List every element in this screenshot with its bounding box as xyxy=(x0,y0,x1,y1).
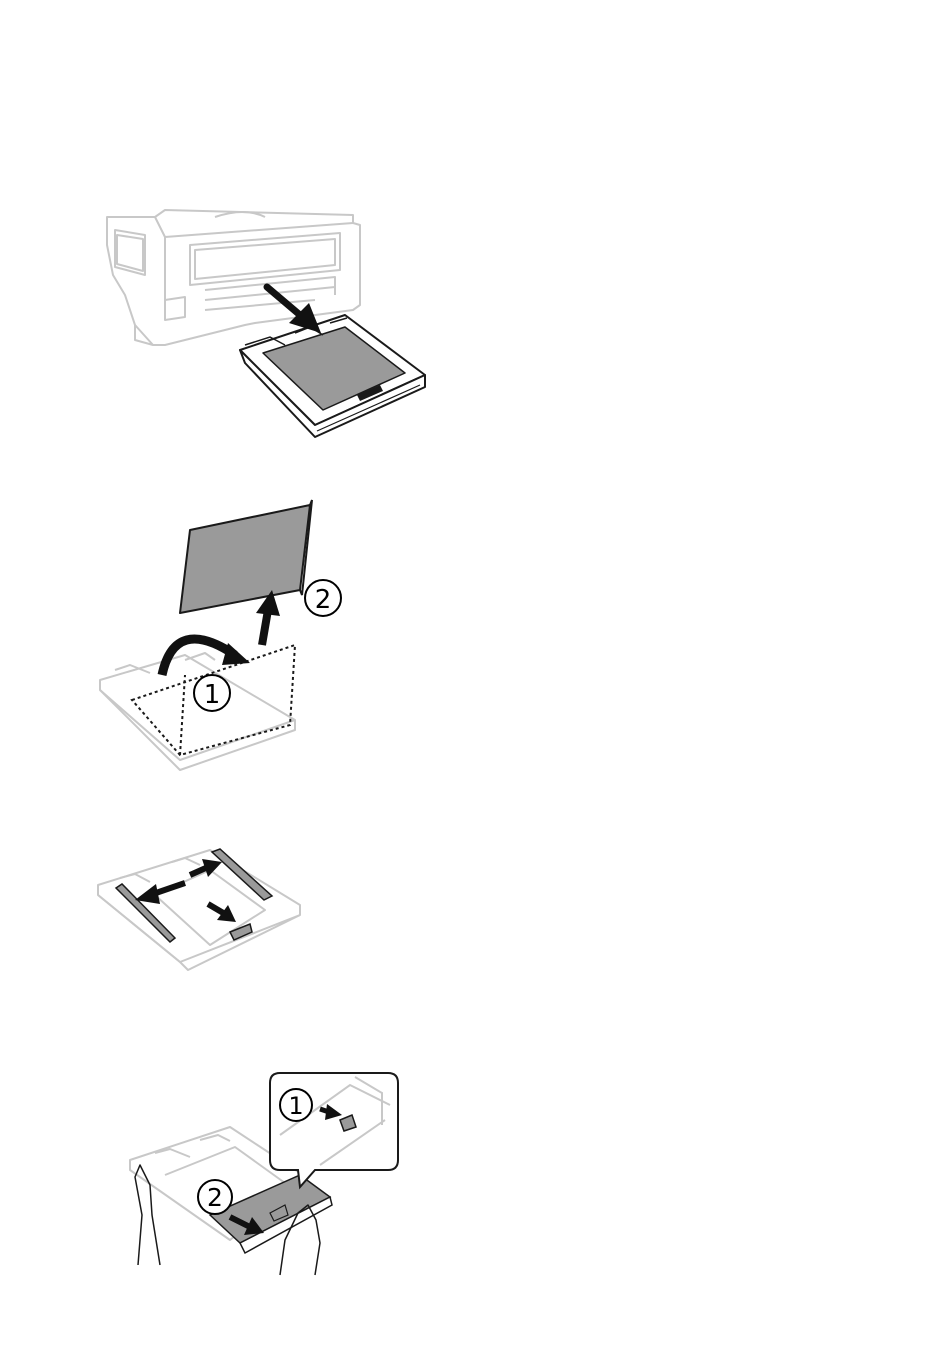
callout-1: 1 xyxy=(280,1089,312,1121)
slide-front-arrow-icon xyxy=(208,904,236,922)
cassette-cover xyxy=(180,505,310,613)
paper-cassette xyxy=(240,315,425,437)
paper-cassette-outline xyxy=(100,653,295,770)
callout-2: 2 xyxy=(198,1180,232,1214)
step-extend-cassette-figure: 2 1 xyxy=(120,1065,405,1275)
cassette-cover-illustration: 1 2 xyxy=(90,495,360,775)
svg-text:2: 2 xyxy=(315,585,332,615)
extend-cassette-illustration: 2 1 xyxy=(120,1065,405,1275)
edge-guides-illustration xyxy=(90,840,310,980)
svg-text:1: 1 xyxy=(288,1092,303,1120)
callout-2: 2 xyxy=(305,580,341,616)
pull-arrow-icon xyxy=(267,287,321,333)
svg-text:1: 1 xyxy=(204,680,221,710)
step-slide-edge-guides-figure xyxy=(90,840,310,980)
printer-cassette-illustration xyxy=(95,205,435,435)
step-remove-cover-figure: 1 2 xyxy=(90,495,360,775)
step-pull-out-cassette-figure xyxy=(95,205,435,435)
detail-inset: 1 xyxy=(270,1073,398,1187)
callout-1: 1 xyxy=(194,675,230,711)
svg-text:2: 2 xyxy=(207,1183,223,1212)
